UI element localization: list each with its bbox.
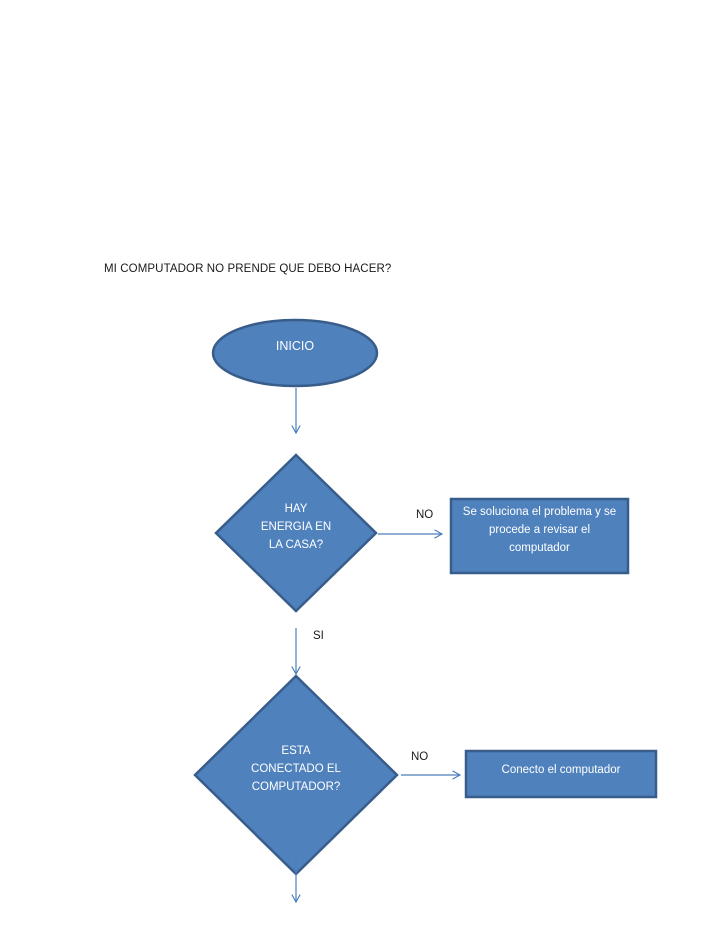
start-label: INICIO bbox=[275, 339, 315, 353]
edge-label-power-no: NO bbox=[416, 509, 434, 521]
decision-plugged-line-2: CONECTADO EL bbox=[251, 763, 341, 775]
page-title: MI COMPUTADOR NO PRENDE QUE DEBO HACER? bbox=[104, 263, 392, 275]
action-power-line-2: procede a revisar el bbox=[489, 524, 590, 536]
action-plugged-label: Conecto el computador bbox=[501, 764, 621, 776]
decision-power-label: HAY ENERGIA EN LA CASA? bbox=[236, 500, 356, 554]
decision-power-line-1: HAY bbox=[284, 503, 308, 515]
edge-label-plugged-no: NO bbox=[411, 751, 429, 763]
decision-power-line-3: LA CASA? bbox=[268, 539, 324, 551]
action-power-node bbox=[449, 497, 630, 575]
decision-plugged-line-1: ESTA bbox=[281, 745, 311, 757]
decision-plugged-label: ESTA CONECTADO EL COMPUTADOR? bbox=[226, 742, 366, 796]
action-power-line-3: computador bbox=[509, 542, 570, 554]
action-plugged-node bbox=[464, 749, 658, 799]
start-node bbox=[211, 318, 379, 388]
edge-label-power-si: SI bbox=[313, 630, 324, 642]
action-power-line-1: Se soluciona el problema y se bbox=[462, 506, 617, 518]
decision-power-node bbox=[214, 453, 378, 613]
decision-plugged-line-3: COMPUTADOR? bbox=[251, 781, 341, 793]
decision-power-line-2: ENERGIA EN bbox=[260, 521, 332, 533]
action-power-label: Se soluciona el problema y se procede a … bbox=[453, 503, 626, 557]
